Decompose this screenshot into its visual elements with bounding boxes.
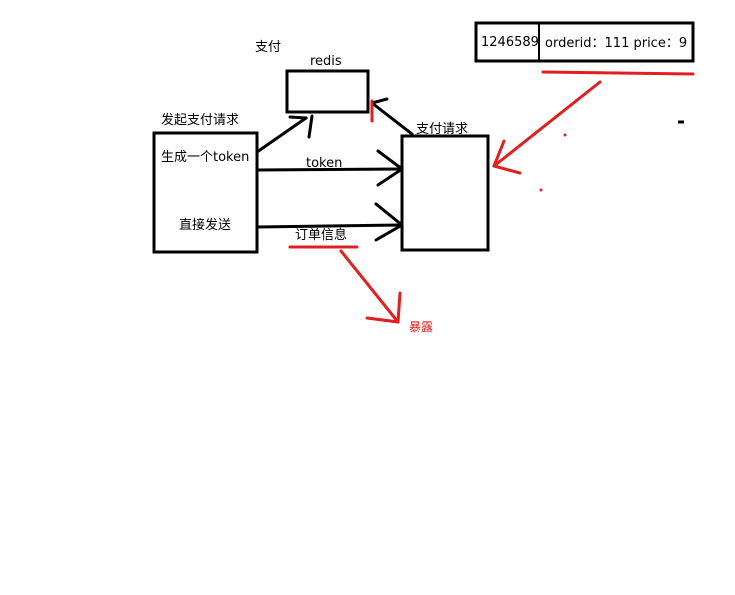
red-dot	[563, 133, 567, 137]
pay-request-label: 支付请求	[416, 122, 469, 137]
pay-label: 支付	[255, 40, 282, 55]
exposed-label: 暴露	[409, 320, 434, 334]
arrow-server-to-redis	[370, 97, 414, 136]
arrow-order-info	[255, 202, 404, 242]
arrow-token	[255, 149, 404, 187]
record-value: orderid：111 price：9	[545, 36, 688, 51]
token-arrow-label: token	[306, 156, 343, 171]
initiate-pay-request-label: 发起支付请求	[161, 113, 240, 128]
arrow-client-to-redis	[255, 114, 314, 154]
redis-box	[285, 69, 370, 114]
order-info-label: 订单信息	[295, 228, 348, 243]
server-box	[400, 134, 490, 252]
redis-label: redis	[310, 54, 342, 69]
arrow-exposed	[288, 245, 402, 324]
arrow-record-to-server	[492, 70, 695, 175]
direct-send-label: 直接发送	[179, 218, 232, 233]
client-box	[152, 131, 259, 254]
red-dot	[539, 188, 543, 192]
record-key: 1246589	[481, 35, 539, 50]
record-box	[474, 21, 695, 63]
generate-token-label: 生成一个token	[161, 150, 250, 165]
